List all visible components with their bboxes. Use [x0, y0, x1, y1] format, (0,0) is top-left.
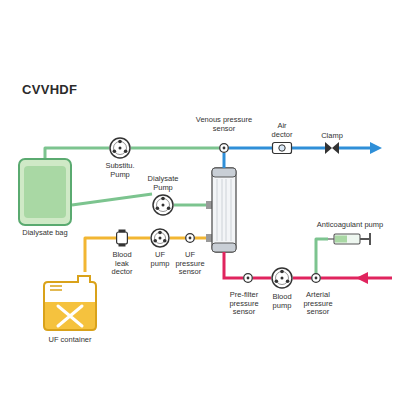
air-icon — [272, 142, 292, 154]
component-label: UF container — [48, 336, 92, 345]
dialysate-line — [174, 204, 206, 207]
component-label: Dialysate bag — [14, 229, 76, 238]
component-label: Substitu. Pump — [100, 162, 140, 179]
roller-pump: Substitu. Pump — [109, 137, 131, 159]
component-label: Air dector — [267, 122, 297, 139]
filter-body — [212, 168, 236, 252]
leak-icon — [116, 229, 128, 247]
uf-line — [195, 237, 206, 240]
pump-icon — [150, 228, 170, 248]
uf-container: UF container — [40, 272, 100, 332]
filter-cap — [212, 243, 236, 252]
venous-line — [223, 153, 226, 168]
tubing-connector — [292, 147, 325, 150]
pressure-sensor: Arterial pressure sensor — [311, 273, 321, 283]
sensor-icon — [185, 233, 195, 243]
component-label: Anticoagulant pump — [312, 221, 388, 230]
clamp-icon — [325, 142, 339, 154]
tubing-connector — [45, 148, 109, 158]
component-label: Clamp — [315, 132, 349, 141]
component-label: Blood pump — [268, 293, 296, 310]
venous-return-arrow — [370, 142, 382, 154]
blood-leak-detector: Blood leak dector — [116, 229, 128, 247]
pump-icon — [109, 137, 131, 159]
tubing-connector — [253, 277, 271, 280]
can-icon — [40, 272, 100, 332]
pressure-sensor: UF pressure sensor — [185, 233, 195, 243]
diagram-title: CVVHDF — [22, 82, 77, 97]
venous-return-line — [339, 147, 372, 150]
syringe-icon — [328, 233, 372, 245]
air-detector: Air dector — [272, 142, 292, 154]
tubing-connector — [72, 194, 152, 205]
pump-icon — [271, 267, 293, 289]
tubing-connector — [85, 238, 116, 272]
component-label: Pre-filter pressure sensor — [225, 291, 263, 317]
pressure-sensor: Pre-filter pressure sensor — [243, 273, 253, 283]
sensor-icon — [311, 273, 321, 283]
dialysate-bag: Dialysate bag — [18, 158, 72, 226]
sensor-icon — [243, 273, 253, 283]
filter-cap — [212, 168, 236, 177]
arterial-access-arrow — [356, 272, 368, 284]
tubing-connector — [128, 237, 150, 240]
blood-pump: Blood pump — [271, 267, 293, 289]
component-label: Blood leak dector — [105, 251, 139, 277]
roller-pump: UF pump — [150, 228, 170, 248]
tubing-connector — [131, 147, 219, 150]
pump-icon — [152, 194, 174, 216]
bag-icon — [18, 158, 72, 226]
tubing-connector — [293, 277, 311, 280]
tubing-connector — [316, 239, 328, 273]
pressure-sensor: Venous pressure sensor — [219, 143, 229, 153]
clamp: Clamp — [325, 142, 339, 154]
component-label: Dialysate Pump — [143, 175, 183, 192]
tubing-connector — [170, 237, 185, 240]
filter-fibres — [217, 179, 231, 241]
tubing-connector — [229, 147, 272, 150]
component-label: Arterial pressure sensor — [299, 291, 337, 317]
sensor-icon — [219, 143, 229, 153]
arterial-line — [224, 252, 243, 278]
syringe-pump: Anticoagulant pump — [328, 233, 372, 245]
component-label: UF pressure sensor — [174, 251, 206, 277]
hemofilter — [206, 168, 236, 252]
component-label: Venous pressure sensor — [194, 116, 254, 133]
component-label: UF pump — [147, 251, 173, 268]
roller-pump: Dialysate Pump — [152, 194, 174, 216]
